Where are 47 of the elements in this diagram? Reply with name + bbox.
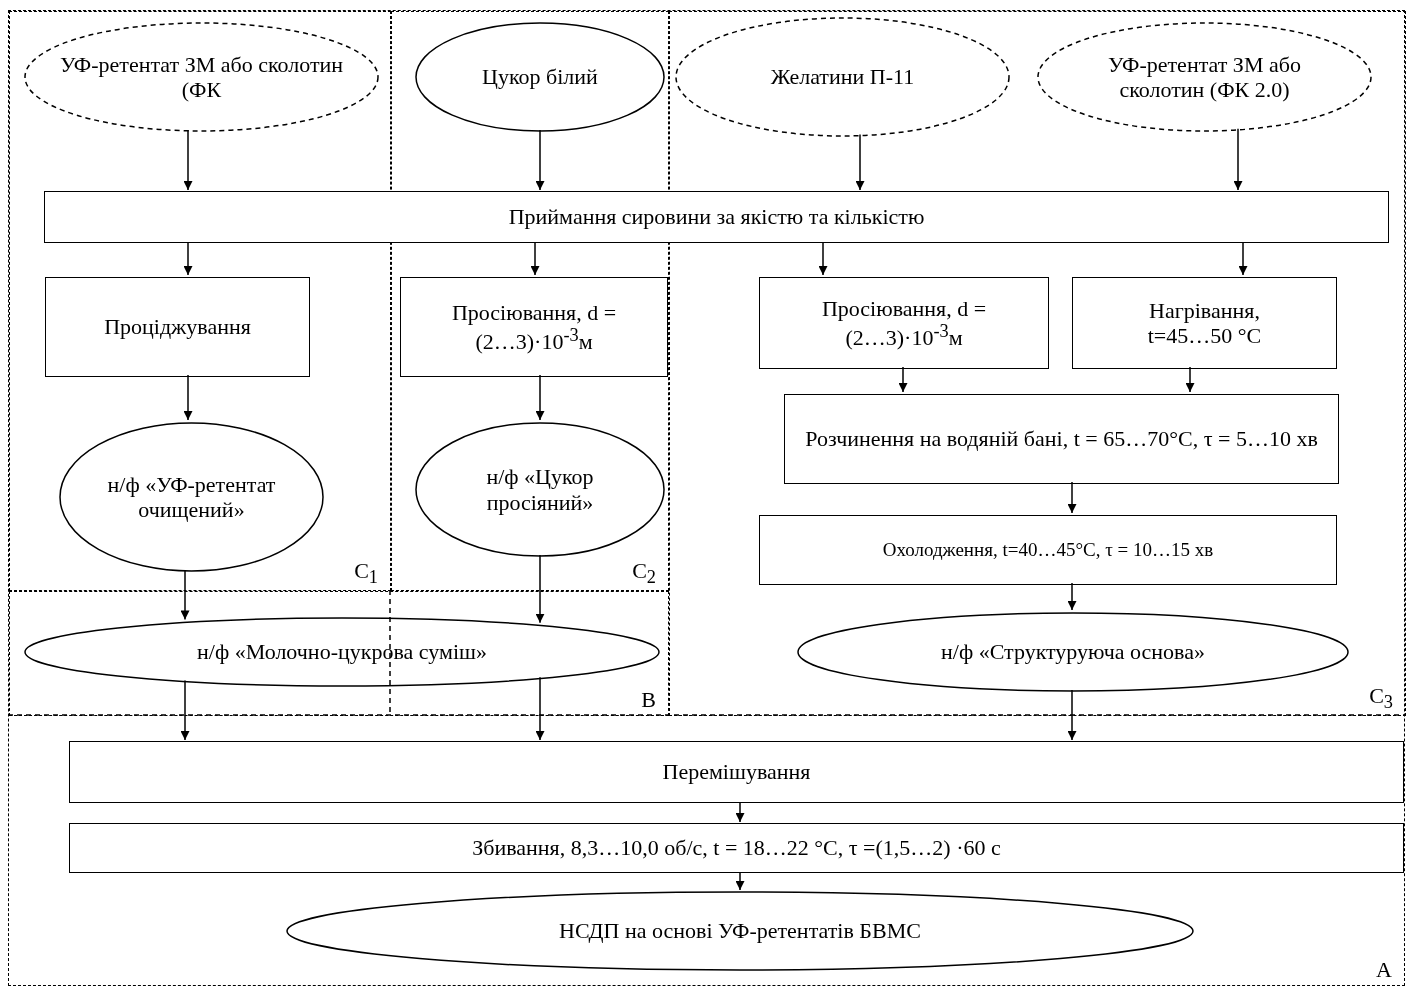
region-frame bbox=[9, 11, 391, 591]
flow-arrow bbox=[855, 133, 865, 191]
flow-arrow bbox=[1067, 689, 1077, 741]
flow-arrow bbox=[1067, 481, 1077, 514]
flow-arrow bbox=[1238, 241, 1248, 276]
flow-arrow bbox=[535, 374, 545, 421]
flow-arrow bbox=[183, 374, 193, 421]
node-text: н/ф «УФ-ретентат очищений» bbox=[106, 471, 277, 523]
region-label: С$_{3}$ bbox=[1369, 682, 1393, 713]
region-frame bbox=[9, 591, 669, 716]
process-box: Нагрівання, t=45…50 °C bbox=[1072, 277, 1337, 369]
flow-arrow bbox=[183, 241, 193, 276]
node-text: УФ-ретентат ЗМ або сколотин (ФК 2.0) bbox=[1107, 51, 1302, 103]
process-box: Проціджування bbox=[45, 277, 310, 377]
flow-arrow bbox=[180, 679, 190, 741]
process-box: Просіювання, d = (2…3)·10$^{-3}$м bbox=[759, 277, 1049, 369]
node-text: н/ф «Молочно-цукрова суміш» bbox=[197, 639, 487, 665]
node-text: НСДП на основі УФ-ретентатів БВМС bbox=[559, 918, 921, 944]
flow-arrow bbox=[1185, 366, 1195, 393]
process-box: Просіювання, d = (2…3)·10$^{-3}$м bbox=[400, 277, 668, 377]
region-label: С$_{1}$ bbox=[354, 557, 378, 588]
process-box: Охолодження, t=40…45°C, τ = 10…15 хв bbox=[759, 515, 1337, 585]
node-text: Желатини П-11 bbox=[770, 64, 915, 90]
flow-arrow bbox=[735, 871, 745, 891]
region-label: В bbox=[641, 687, 656, 713]
flow-arrow bbox=[818, 241, 828, 276]
region-label: С$_{2}$ bbox=[632, 557, 656, 588]
process-box: Приймання сировини за якістю та кількістю bbox=[44, 191, 1389, 243]
node-text: н/ф «Структуруюча основа» bbox=[941, 639, 1205, 665]
node-text: н/ф «Цукор просіяний» bbox=[485, 464, 595, 515]
process-box: Збивання, 8,3…10,0 об/с, t = 18…22 °C, τ =(1,5…2) ·60 с bbox=[69, 823, 1404, 873]
flow-arrow bbox=[535, 554, 545, 624]
region-frame bbox=[8, 10, 1405, 986]
flow-arrow bbox=[735, 801, 745, 823]
node-text: Цукор білий bbox=[482, 64, 598, 90]
region-label: А bbox=[1376, 957, 1392, 983]
process-box: Розчинення на водяній бані, t = 65…70°C, τ = 5…10 хв bbox=[784, 394, 1339, 484]
flow-arrow bbox=[898, 366, 908, 393]
flow-arrow bbox=[535, 676, 545, 741]
process-box: Перемішування bbox=[69, 741, 1404, 803]
flow-arrow bbox=[1067, 582, 1077, 611]
flow-arrow bbox=[530, 241, 540, 276]
flow-arrow bbox=[183, 129, 193, 191]
flow-arrow bbox=[180, 569, 190, 621]
flow-arrow bbox=[1233, 128, 1243, 191]
node-text: УФ-ретентат ЗМ або сколотин (ФК bbox=[58, 51, 345, 103]
flow-arrow bbox=[535, 129, 545, 191]
